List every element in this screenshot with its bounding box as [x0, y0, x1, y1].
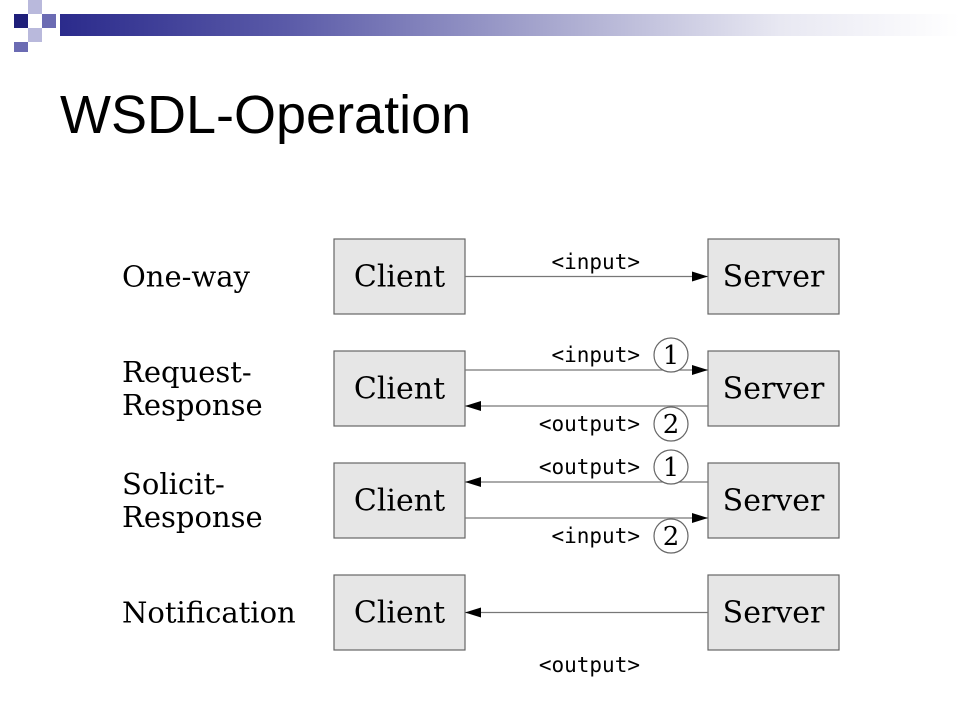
client-label: Client [354, 484, 445, 519]
step-number: 2 [663, 410, 680, 440]
client-label: Client [354, 372, 445, 407]
step-number: 2 [663, 522, 680, 552]
arrow-head-left [465, 607, 481, 618]
message-label: <output> [539, 653, 640, 677]
client-box [333, 574, 466, 651]
step-number-circle [653, 518, 689, 554]
server-label: Server [723, 484, 825, 519]
message-label: <input> [551, 524, 640, 548]
row-label-line: Notification [122, 596, 296, 630]
message-label: <output> [539, 455, 640, 479]
slide-title: WSDL-Operation [60, 85, 472, 145]
header-square-light [42, 14, 56, 28]
server-label: Server [723, 260, 825, 295]
arrow-head-right [692, 365, 708, 375]
client-label: Client [354, 596, 445, 631]
arrow-head-left [465, 477, 481, 487]
arrow-head-right [692, 271, 708, 282]
header-square-mid-2 [28, 28, 42, 42]
step-number: 1 [663, 341, 680, 371]
row-label-line: Response [122, 388, 263, 422]
step-number-circle [653, 406, 689, 442]
server-box [707, 462, 840, 539]
client-box [333, 462, 466, 539]
header-square-dark [14, 14, 28, 28]
arrow-head-left [465, 401, 481, 411]
client-box [333, 238, 466, 315]
server-label: Server [723, 372, 825, 407]
row-label-line: Request- [122, 355, 252, 389]
message-label: <output> [539, 412, 640, 436]
step-number-circle [653, 449, 689, 485]
step-number-circle [653, 337, 689, 373]
header-gradient-band [60, 14, 960, 36]
client-label: Client [354, 260, 445, 295]
row-label-line: One-way [122, 260, 251, 294]
header-square-low [14, 42, 28, 52]
step-number: 1 [663, 453, 680, 483]
server-box [707, 238, 840, 315]
client-box [333, 350, 466, 427]
server-label: Server [723, 596, 825, 631]
row-label-line: Response [122, 500, 263, 534]
message-label: <input> [551, 343, 640, 367]
message-label: <input> [551, 250, 640, 274]
arrow-head-right [692, 513, 708, 523]
server-box [707, 574, 840, 651]
header-square-mid [28, 0, 42, 14]
row-label-line: Solicit- [122, 467, 225, 501]
header-decoration [0, 0, 960, 60]
server-box [707, 350, 840, 427]
